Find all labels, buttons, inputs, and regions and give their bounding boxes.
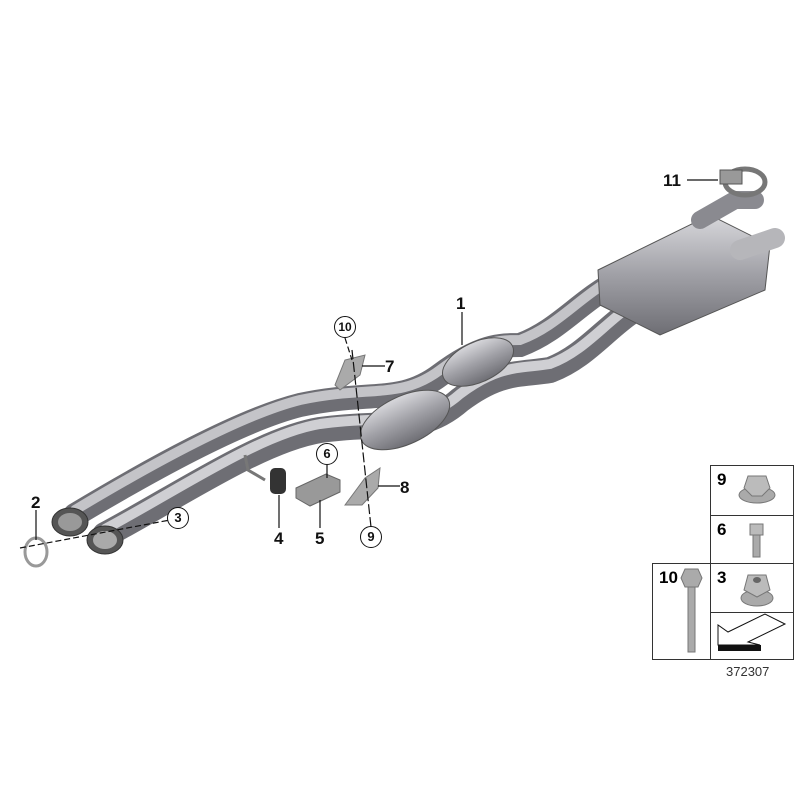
rubber-mount[interactable] <box>270 468 286 494</box>
parts-cell-10[interactable]: 10 <box>652 563 711 660</box>
parts-cell-3[interactable]: 3 <box>710 563 794 613</box>
gasket-ring[interactable] <box>23 536 49 568</box>
bracket-8[interactable] <box>344 466 381 506</box>
callout-9: 9 <box>360 526 382 548</box>
callout-8: 8 <box>400 478 410 497</box>
front-pipe-rear-tube[interactable] <box>63 268 632 527</box>
parts-cell-label: 3 <box>717 568 727 587</box>
leader-lines <box>19 179 718 549</box>
hanger-rod <box>243 454 266 482</box>
parts-cell-direction-arrow <box>710 612 794 660</box>
callout-4: 4 <box>274 529 284 548</box>
parts-cell-6[interactable]: 6 <box>710 515 794 564</box>
catalytic-converter-rear[interactable] <box>435 328 521 396</box>
diagram-number: 372307 <box>726 664 770 679</box>
bracket-7[interactable] <box>334 354 366 391</box>
callout-3: 3 <box>167 507 189 529</box>
clamp-part-11[interactable] <box>719 166 768 198</box>
callout-6: 6 <box>316 443 338 465</box>
bracket-5[interactable] <box>295 473 341 507</box>
parts-cell-label: 6 <box>717 520 727 539</box>
parts-table-icons <box>680 475 787 653</box>
parts-cell-label: 9 <box>717 470 727 489</box>
callout-7: 7 <box>385 357 395 376</box>
callout-2: 2 <box>31 493 41 512</box>
callout-10: 10 <box>334 316 356 338</box>
parts-cell-9[interactable]: 9 <box>710 465 794 516</box>
callout-1: 1 <box>456 294 466 313</box>
callout-11: 11 <box>663 171 681 190</box>
center-muffler[interactable] <box>597 214 771 336</box>
parts-cell-label: 10 <box>659 568 678 587</box>
callout-5: 5 <box>315 529 325 548</box>
